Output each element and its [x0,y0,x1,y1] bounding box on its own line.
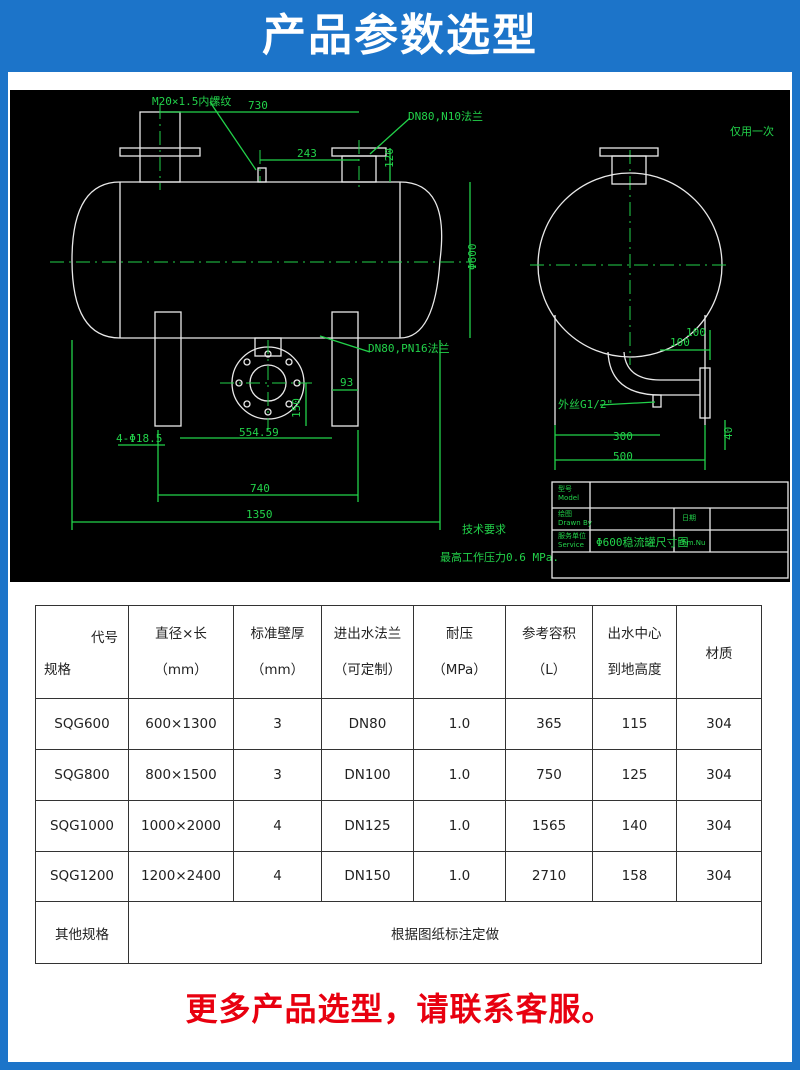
spec-table: 代号 规格 直径×长（mm） 标准壁厚（mm） 进出水法兰（可定制） 耐压（MP… [35,605,762,964]
cell-outlet: 140 [592,799,677,852]
cad-label-only-once: 仅用一次 [730,124,774,138]
cad-label-d300: 300 [613,430,633,443]
header-material: 材质 [676,605,762,699]
page-title: 产品参数选型 [262,10,538,61]
header-volume: 参考容积（L） [505,605,593,699]
header-notch [384,58,416,72]
cad-label-tb-r1b: Model [558,494,579,502]
cell-other-note: 根据图纸标注定做 [128,901,762,964]
cell-dimension: 1200×2400 [128,850,234,903]
cell-material: 304 [676,850,762,903]
cell-model: SQG1200 [35,850,129,903]
cell-outlet: 115 [592,698,677,750]
cell-outlet: 125 [592,748,677,801]
header-spec: 规格 [44,662,71,678]
cell-model: SQG800 [35,748,129,801]
header-pressure: 耐压（MPa） [413,605,506,699]
contact-note: 更多产品选型，请联系客服。 [185,990,615,1028]
cell-flange: DN100 [321,748,414,801]
header-code-spec: 代号 规格 [35,605,129,699]
cad-label-d740: 740 [250,482,270,495]
cell-wall: 4 [233,850,322,903]
cad-label-tb-r1a: 型号 [558,484,572,493]
cad-label-d150: 150 [290,398,303,418]
header-dimension: 直径×长（mm） [128,605,234,699]
cell-volume: 365 [505,698,593,750]
cad-label-tb-r2b: Drawn By [558,519,592,527]
cell-volume: 1565 [505,799,593,852]
cell-flange: DN80 [321,698,414,750]
cell-material: 304 [676,799,762,852]
cell-pressure: 1.0 [413,748,506,801]
header-code: 代号 [91,630,118,646]
cad-label-holes: 4-Φ18.5 [116,432,162,445]
cad-label-d243: 243 [297,147,317,160]
cad-label-d120: 120 [383,148,396,168]
technical-drawing: M20×1.5内螺纹 730 DN80,N10法兰 243 120 Φ600 D… [10,90,790,582]
page-header: 产品参数选型 [0,0,800,72]
table-row: SQG800 800×1500 3 DN100 1.0 750 125 304 [35,748,762,801]
cad-label-dn80-n10: DN80,N10法兰 [408,109,483,123]
cell-material: 304 [676,748,762,801]
cad-label-d100b: 100 [670,336,690,349]
cad-label-dn80-pn16: DN80,PN16法兰 [368,341,450,355]
cad-label-d55459: 554.59 [239,426,279,439]
tank-front-view: M20×1.5内螺纹 730 DN80,N10法兰 243 120 Φ600 D… [50,94,483,530]
header-flange: 进出水法兰（可定制） [321,605,414,699]
tank-side-view: 仅用一次 100 100 外丝G1/2" 300 500 40 [530,124,774,470]
cell-dimension: 600×1300 [128,698,234,750]
cell-model: SQG600 [35,698,129,750]
cad-label-d1350: 1350 [246,508,273,521]
table-row: SQG600 600×1300 3 DN80 1.0 365 115 304 [35,698,762,750]
cell-dimension: 800×1500 [128,748,234,801]
table-row: SQG1200 1200×2400 4 DN150 1.0 2710 158 3… [35,850,762,903]
cell-volume: 750 [505,748,593,801]
cad-label-tb-r3b: Service [558,541,584,549]
header-wall: 标准壁厚（mm） [233,605,322,699]
cell-volume: 2710 [505,850,593,903]
cad-label-d100a: 100 [686,326,706,339]
cad-label-d93: 93 [340,376,353,389]
cell-other-label: 其他规格 [35,901,129,964]
table-row: SQG1000 1000×2000 4 DN125 1.0 1565 140 3… [35,799,762,852]
cell-flange: DN125 [321,799,414,852]
table-header-row: 代号 规格 直径×长（mm） 标准壁厚（mm） 进出水法兰（可定制） 耐压（MP… [35,605,762,699]
title-block: 型号 Model 绘图 Drawn By 服务单位 Service 日期 Thm… [551,481,789,579]
cad-label-tb-r2c: 日期 [682,514,696,522]
cell-dimension: 1000×2000 [128,799,234,852]
cell-flange: DN150 [321,850,414,903]
cad-label-pressure: 最高工作压力0.6 MPa. [440,550,559,564]
cell-pressure: 1.0 [413,799,506,852]
header-outlet: 出水中心到地高度 [592,605,677,699]
cad-label-d600: Φ600 [466,244,479,271]
cad-label-d730: 730 [248,99,268,112]
table-row-other: 其他规格 根据图纸标注定做 [35,901,762,964]
cad-label-m20: M20×1.5内螺纹 [152,94,231,108]
cad-label-ext-thread: 外丝G1/2" [558,398,613,411]
cell-model: SQG1000 [35,799,129,852]
cell-outlet: 158 [592,850,677,903]
cad-label-d40: 40 [722,427,735,440]
cell-material: 304 [676,698,762,750]
cad-label-tech-req: 技术要求 [462,523,506,536]
cell-wall: 3 [233,748,322,801]
cell-wall: 4 [233,799,322,852]
cell-pressure: 1.0 [413,850,506,903]
cell-wall: 3 [233,698,322,750]
cell-pressure: 1.0 [413,698,506,750]
cad-label-tb-r3a: 服务单位 [558,531,586,540]
cad-label-tb-drawing-name: Φ600稳流罐尺寸图 [596,535,689,549]
cad-label-tb-r3c: Thm.Nu [677,539,705,547]
cad-label-d500: 500 [613,450,633,463]
cad-label-tb-r2a: 绘图 [558,509,572,518]
